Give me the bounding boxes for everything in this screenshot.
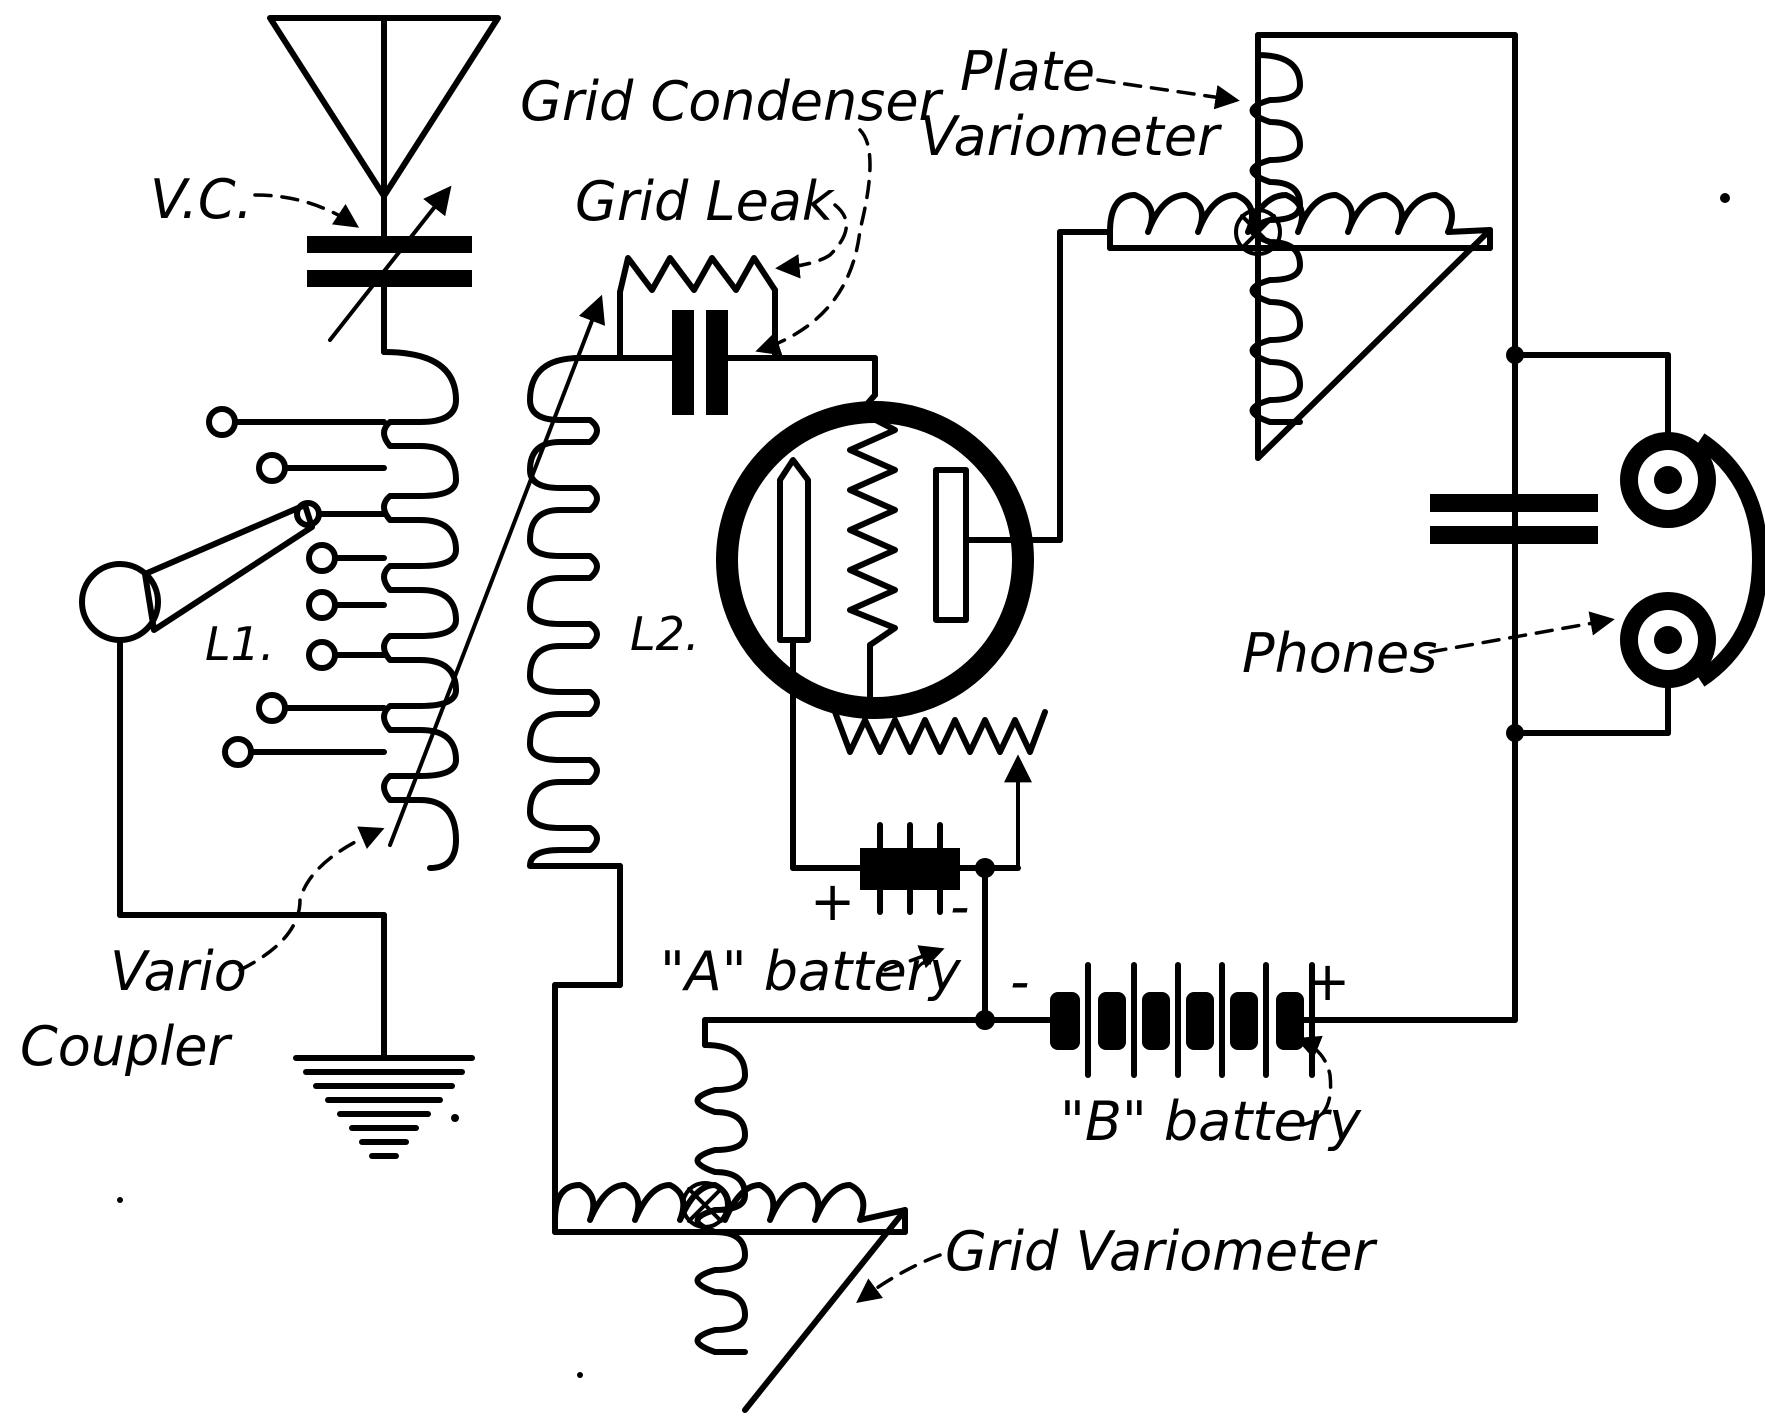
print-speck <box>117 1197 123 1203</box>
plate-variometer <box>1057 32 1518 543</box>
grid-condenser <box>617 310 878 415</box>
grid-variometer-label: Grid Variometer <box>945 1220 1378 1283</box>
plate-variometer-leader <box>1096 78 1240 110</box>
b-battery-minus: - <box>1010 950 1030 1013</box>
grid-condenser-label: Grid Condenser <box>520 70 944 133</box>
variable-condenser <box>307 185 472 355</box>
headphones <box>1620 432 1765 688</box>
print-speck <box>1720 193 1730 203</box>
a-battery-minus: - <box>950 875 970 938</box>
l1-taps <box>206 406 387 768</box>
vario-coupler-label-1: Vario <box>110 940 247 1003</box>
grid-leak-leader <box>775 203 849 279</box>
vario-coupler-leader <box>238 826 385 972</box>
a-battery <box>790 822 995 1023</box>
vario-coupler-arrow <box>388 294 606 847</box>
vario-coupler-label-2: Coupler <box>20 1015 232 1078</box>
vacuum-tube <box>716 392 1063 871</box>
b-battery <box>975 962 1518 1078</box>
b-battery-plus: + <box>1305 950 1350 1013</box>
a-battery-label: "A" battery <box>660 940 962 1003</box>
phones-leader <box>1428 611 1615 654</box>
l2-label: L2. <box>630 607 700 661</box>
b-battery-label: "B" battery <box>1060 1090 1362 1153</box>
ground-symbol <box>293 912 475 1159</box>
a-battery-leader <box>883 945 945 972</box>
print-speck <box>451 1114 459 1122</box>
grid-condenser-leader <box>755 128 872 356</box>
grid-leak-label: Grid Leak <box>575 170 836 233</box>
b-battery-leader <box>1295 1035 1333 1127</box>
grid-variometer-leader <box>856 1253 942 1303</box>
grid-leak-resistor <box>617 255 778 361</box>
output-circuit <box>1430 32 1671 1023</box>
a-battery-plus: + <box>810 870 855 933</box>
antenna-symbol <box>267 15 501 239</box>
l2-coil <box>527 355 623 1223</box>
l1-label: L1. <box>205 617 275 671</box>
tap-switch <box>79 502 387 918</box>
grid-variometer <box>552 1017 988 1413</box>
phones-label: Phones <box>1242 622 1437 685</box>
print-speck <box>577 1372 583 1378</box>
plate-variometer-label-1: Plate <box>960 40 1095 103</box>
l1-coil <box>381 349 459 871</box>
vc-label: V.C. <box>150 168 253 231</box>
plate-variometer-label-2: Variometer <box>920 105 1222 168</box>
vc-leader <box>253 193 360 228</box>
